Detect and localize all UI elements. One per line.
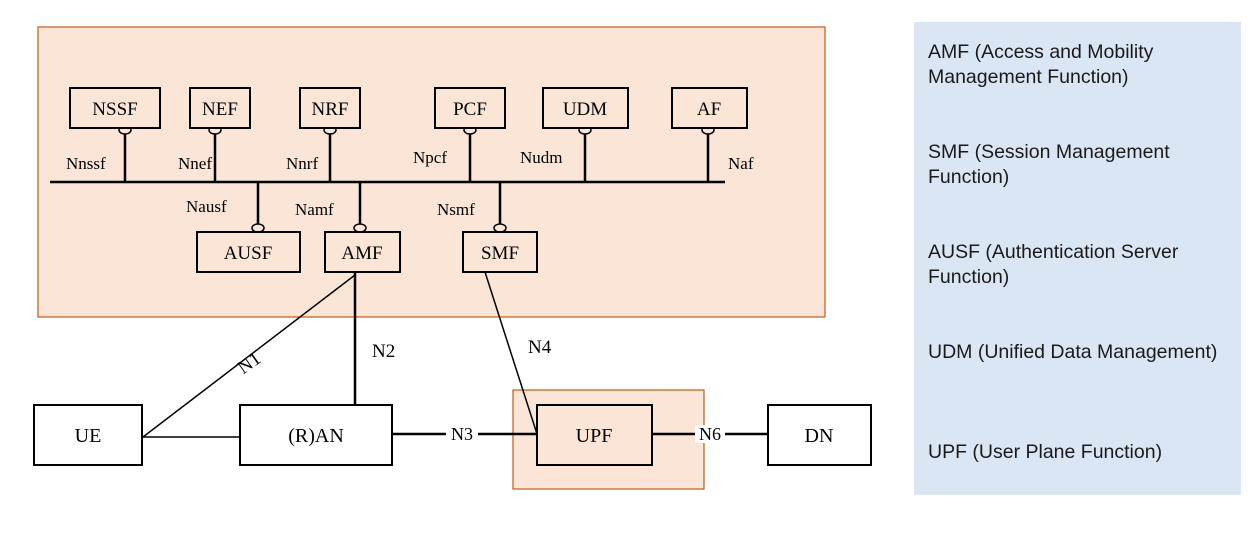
service-endpoints (118, 125, 715, 233)
n6-label-bg (695, 425, 725, 443)
dn-label: DN (805, 425, 834, 447)
legend-item-smf: SMF (Session Management Function) (928, 141, 1170, 189)
af-label: AF (697, 99, 721, 120)
n2-label: N2 (372, 341, 395, 362)
nnssf-label: Nnssf (66, 154, 106, 173)
smf-label: SMF (481, 243, 519, 264)
ue-label: UE (75, 425, 102, 447)
nrf-label: NRF (312, 99, 349, 120)
core-network-group (37, 26, 826, 318)
dn-box (767, 404, 872, 466)
nef-box (189, 87, 251, 129)
udm-label: UDM (563, 99, 607, 120)
nudm-label: Nudm (520, 148, 563, 167)
nausf-label: Nausf (186, 197, 227, 216)
nssf-box (69, 87, 161, 129)
nssf-label: NSSF (92, 99, 137, 120)
nnef-label: Nnef (178, 154, 212, 173)
upf-label: UPF (576, 425, 613, 447)
n4-label: N4 (528, 337, 552, 358)
ue-box (33, 404, 143, 466)
npcf-label: Npcf (413, 148, 447, 167)
n4-line (484, 271, 538, 435)
legend-item-amf: AMF (Access and Mobility Management Func… (928, 41, 1154, 89)
amf-box (324, 231, 401, 273)
pcf-label: PCF (453, 99, 487, 120)
af-box (671, 87, 748, 129)
n1-label: N1 (234, 348, 265, 379)
nf-connectors (123, 132, 710, 224)
ran-box (239, 404, 393, 466)
pcf-box (434, 87, 506, 129)
n6-label: N6 (699, 424, 721, 444)
reference-lines (142, 274, 356, 438)
upf-box (536, 404, 653, 466)
amf-label: AMF (341, 243, 382, 264)
nef-label: NEF (202, 99, 238, 120)
nnrf-label: Nnrf (286, 154, 318, 173)
namf-label: Namf (295, 200, 334, 219)
ausf-box (196, 231, 301, 273)
n3-label: N3 (451, 424, 473, 444)
n3-label-bg (446, 425, 478, 443)
udm-box (542, 87, 629, 129)
naf-label: Naf (728, 154, 754, 173)
ran-label: (R)AN (288, 425, 344, 447)
nsmf-label: Nsmf (437, 200, 475, 219)
legend-item-udm: UDM (Unified Data Management) (928, 341, 1218, 363)
smf-box (462, 231, 538, 273)
ausf-label: AUSF (224, 243, 273, 264)
nrf-box (299, 87, 361, 129)
legend-item-ausf: AUSF (Authentication Server Function) (928, 241, 1179, 289)
legend-panel: AMF (Access and Mobility Management Func… (914, 22, 1241, 495)
legend-item-upf: UPF (User Plane Function) (928, 441, 1163, 463)
